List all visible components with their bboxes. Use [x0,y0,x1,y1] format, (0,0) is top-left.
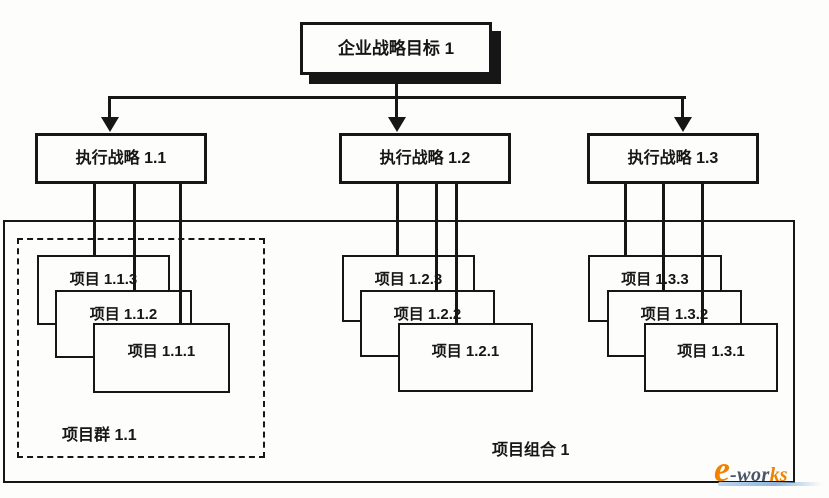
arrowhead-down-icon [101,117,119,132]
connector-line [108,96,111,119]
connector-line [133,184,136,292]
project-label: 项目 1.3.3 [621,271,689,288]
connector-line [395,96,398,119]
goal-node: 企业战略目标 1 [300,22,492,75]
project-label: 项目 1.3.2 [640,306,709,323]
project-node-1-1-1: 项目 1.1.1 [93,323,230,393]
strategy-node-1-2: 执行战略 1.2 [339,133,511,184]
connector-line [455,184,458,325]
project-label: 项目 1.1.3 [69,271,138,288]
connector-line [93,184,96,257]
connector-line [701,184,704,325]
project-label: 项目 1.2.1 [431,343,500,360]
eworks-logo-swoosh-icon [718,482,822,486]
eworks-logo-e: e [714,449,730,489]
project-label: 项目 1.2.3 [374,271,443,288]
arrowhead-down-icon [674,117,692,132]
program-label: 项目群 1.1 [62,427,137,444]
project-node-1-2-1: 项目 1.2.1 [398,323,533,392]
project-label: 项目 1.1.2 [89,306,158,323]
portfolio-label: 项目组合 1 [492,442,570,459]
connector-line [396,184,399,257]
eworks-logo: e-works [714,448,829,494]
project-label: 项目 1.2.2 [393,306,462,323]
eworks-logo-text: -wor [729,464,770,486]
strategy-node-1-3: 执行战略 1.3 [587,133,759,184]
project-label: 项目 1.3.1 [677,343,745,360]
eworks-logo-accent: ks [769,464,788,486]
connector-line [395,75,398,99]
arrowhead-down-icon [388,117,406,132]
strategy-node-1-1: 执行战略 1.1 [35,133,207,184]
connector-line [179,184,182,325]
portfolio-boundary [3,220,795,483]
project-node-1-3-1: 项目 1.3.1 [644,323,778,392]
program-boundary [17,238,265,458]
connector-line [624,184,627,257]
connector-line [662,184,665,292]
connector-line [681,96,684,119]
connector-line [435,184,438,292]
project-label: 项目 1.1.1 [127,343,196,360]
